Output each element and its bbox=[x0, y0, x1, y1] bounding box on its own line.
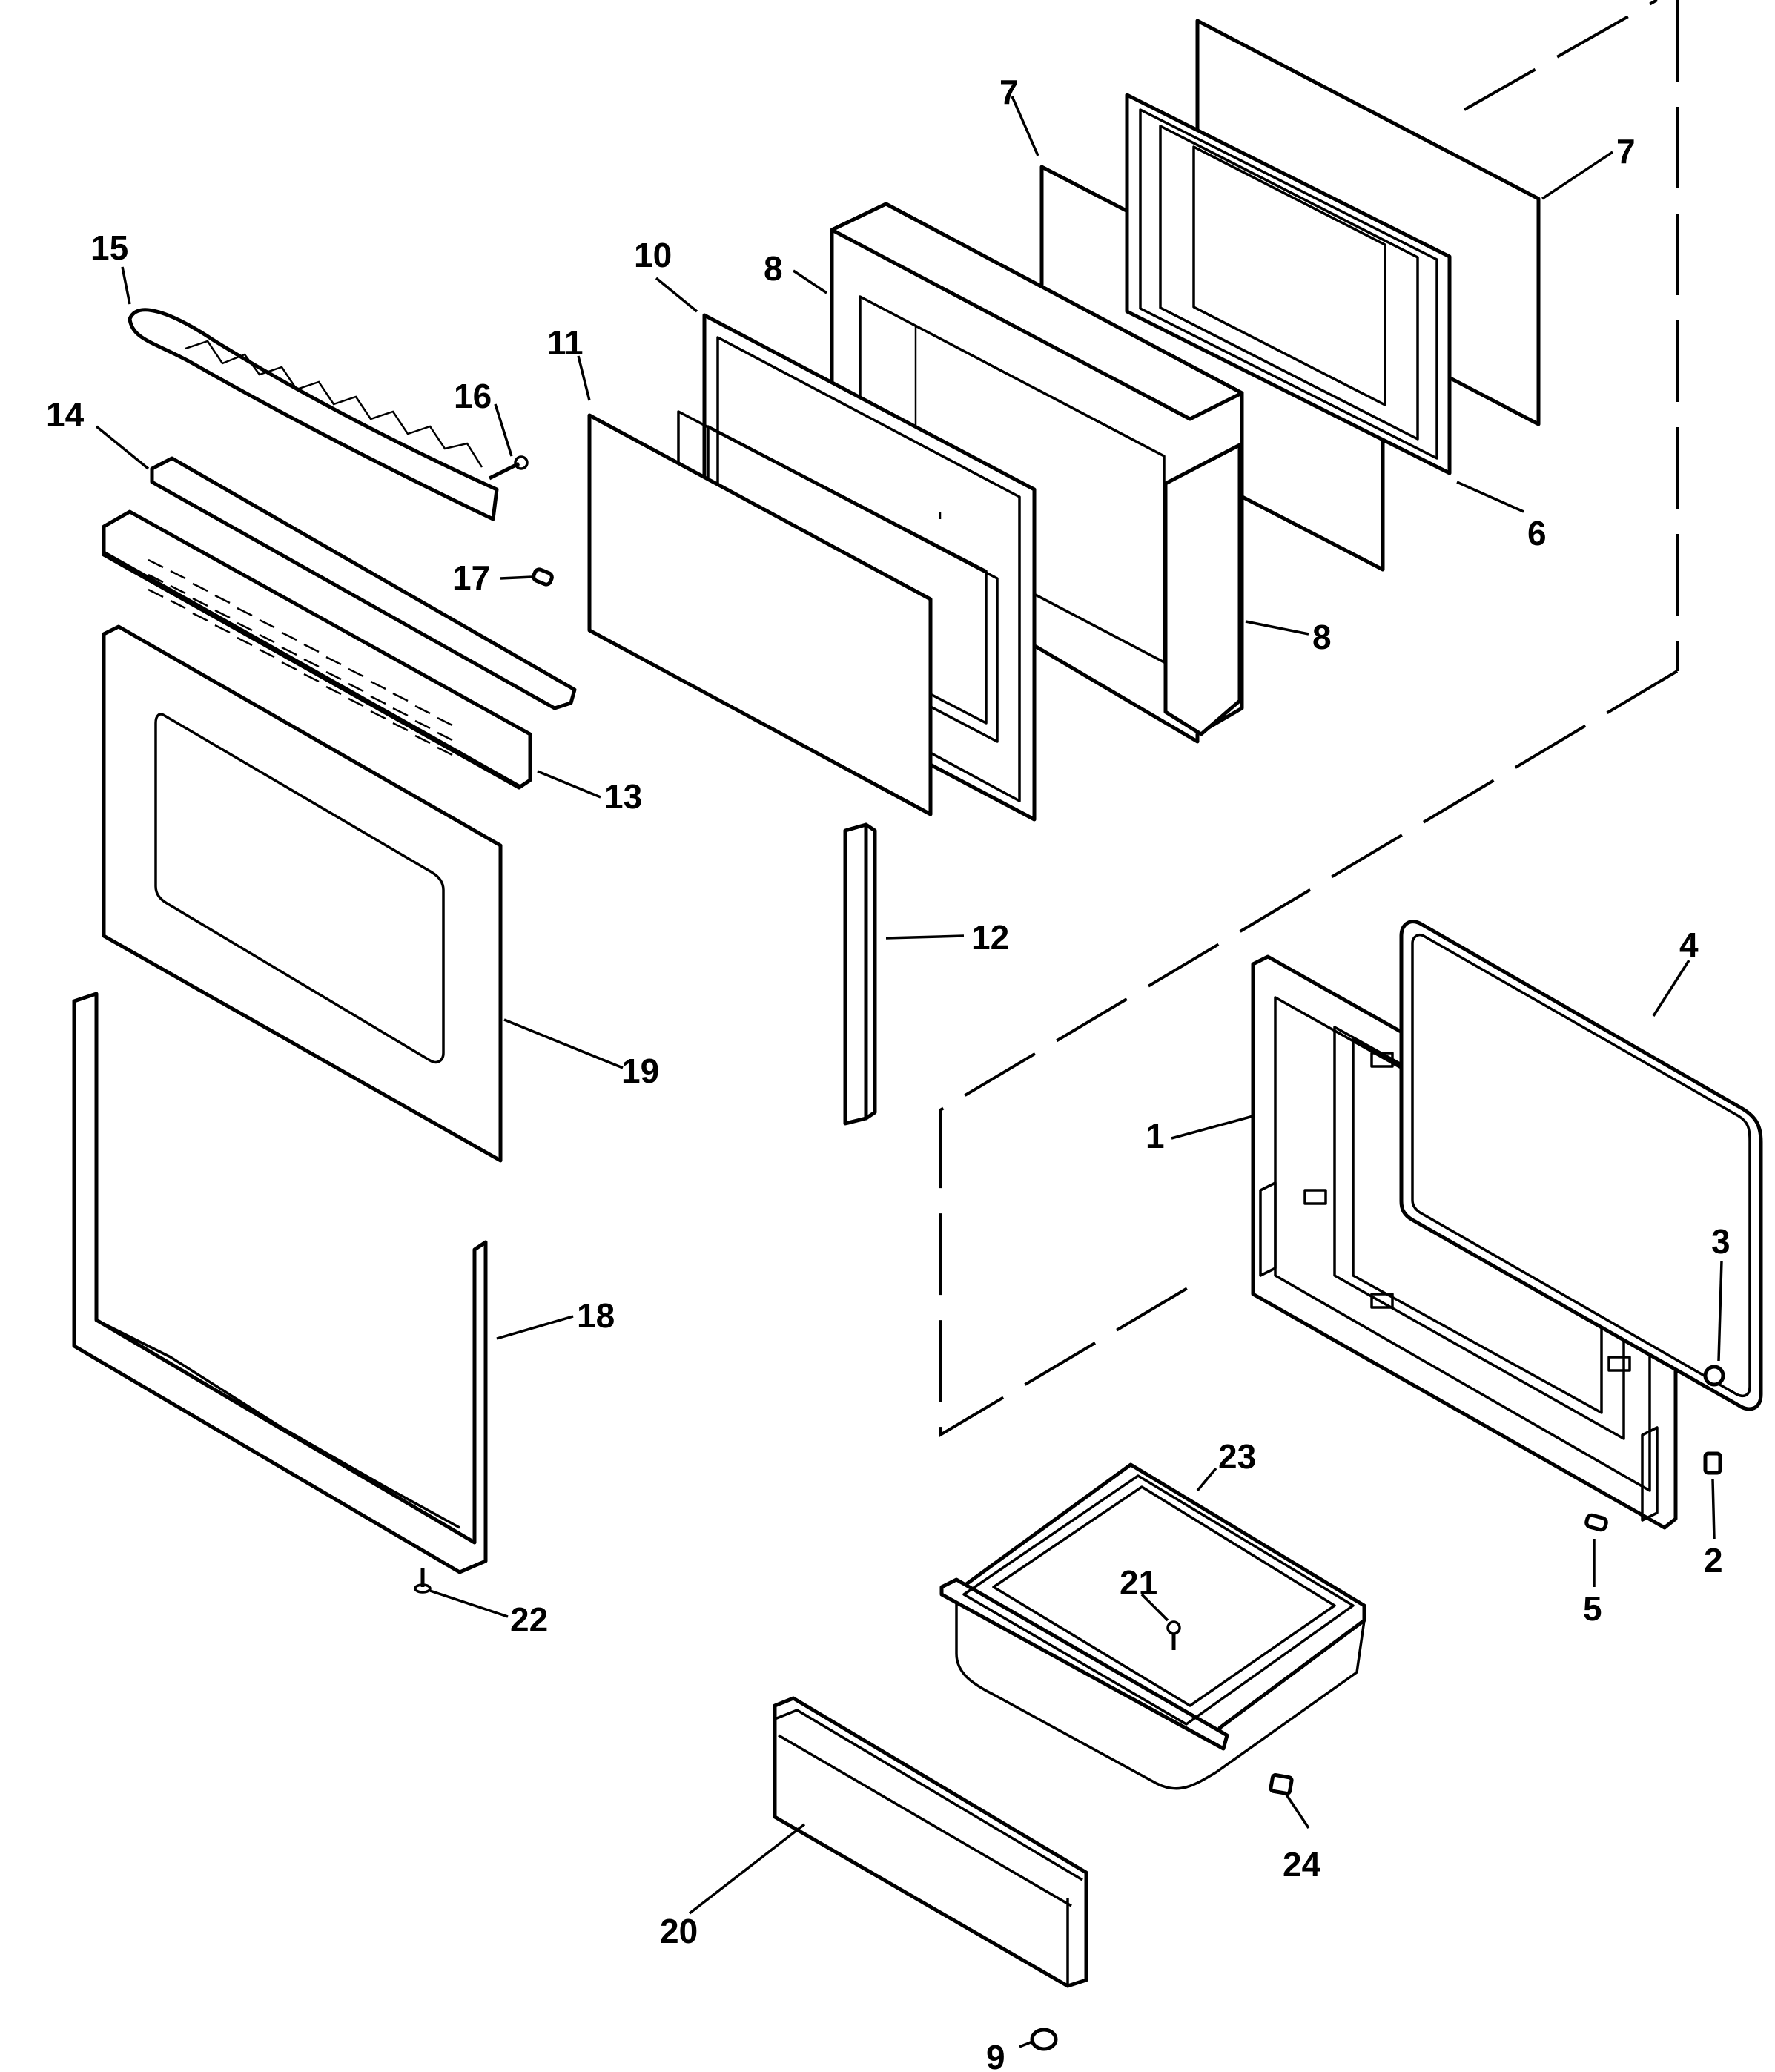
part-21-screw bbox=[1166, 1620, 1181, 1650]
part-14-vent-trim bbox=[150, 456, 577, 710]
part-22-screw bbox=[414, 1568, 432, 1594]
callout-1: 1 bbox=[1146, 1117, 1165, 1155]
part-2-clip bbox=[1703, 1451, 1722, 1475]
part-6-window-frame bbox=[1125, 93, 1452, 475]
part-11-inner-glass bbox=[587, 413, 933, 816]
part-17-spacer bbox=[532, 567, 554, 587]
part-23-drawer-pan bbox=[939, 1462, 1366, 1790]
callout-13: 13 bbox=[604, 777, 642, 816]
callout-8a: 8 bbox=[764, 249, 783, 288]
callout-18: 18 bbox=[577, 1296, 615, 1335]
callout-9: 9 bbox=[986, 2038, 1005, 2072]
callout-21: 21 bbox=[1120, 1563, 1157, 1602]
part-16-screw bbox=[488, 455, 529, 481]
callout-2: 2 bbox=[1704, 1541, 1723, 1580]
callout-22: 22 bbox=[510, 1600, 548, 1639]
part-20-drawer-front bbox=[773, 1696, 1088, 1988]
dashed-boundary-lines bbox=[939, 0, 1679, 1438]
callout-11: 11 bbox=[547, 323, 584, 362]
part-13-vent-panel bbox=[102, 509, 532, 790]
callout-23: 23 bbox=[1218, 1437, 1256, 1476]
callout-leaders bbox=[95, 96, 1723, 2048]
part-24-clip bbox=[1269, 1773, 1294, 1795]
callout-16: 16 bbox=[454, 377, 492, 415]
part-19-outer-door-panel bbox=[102, 624, 503, 1163]
callout-7b: 7 bbox=[1616, 132, 1636, 171]
part-4-door-gasket bbox=[1399, 920, 1763, 1411]
callout-14: 14 bbox=[46, 395, 85, 434]
callout-7a: 7 bbox=[999, 73, 1019, 111]
part-15-door-handle bbox=[128, 308, 499, 521]
callout-19: 19 bbox=[621, 1052, 659, 1090]
callout-6: 6 bbox=[1527, 514, 1547, 552]
callout-10: 10 bbox=[634, 236, 672, 274]
callout-5: 5 bbox=[1583, 1589, 1602, 1628]
callout-12: 12 bbox=[971, 918, 1009, 957]
callout-15: 15 bbox=[90, 228, 128, 267]
callout-4: 4 bbox=[1679, 926, 1699, 964]
part-5-spacer bbox=[1584, 1513, 1608, 1532]
part-12-door-channel bbox=[843, 822, 877, 1126]
callout-3: 3 bbox=[1711, 1222, 1731, 1261]
callout-24: 24 bbox=[1283, 1845, 1321, 1884]
part-3-clip bbox=[1703, 1365, 1725, 1387]
part-18-door-frame bbox=[72, 992, 488, 1574]
part-9-foot bbox=[1030, 2028, 1058, 2051]
callout-labels: 1 2 3 4 5 6 7 7 8 8 9 10 11 12 13 14 15 … bbox=[46, 73, 1731, 2072]
callout-17: 17 bbox=[452, 558, 490, 597]
callout-8b: 8 bbox=[1312, 618, 1332, 656]
callout-20: 20 bbox=[660, 1912, 698, 1950]
